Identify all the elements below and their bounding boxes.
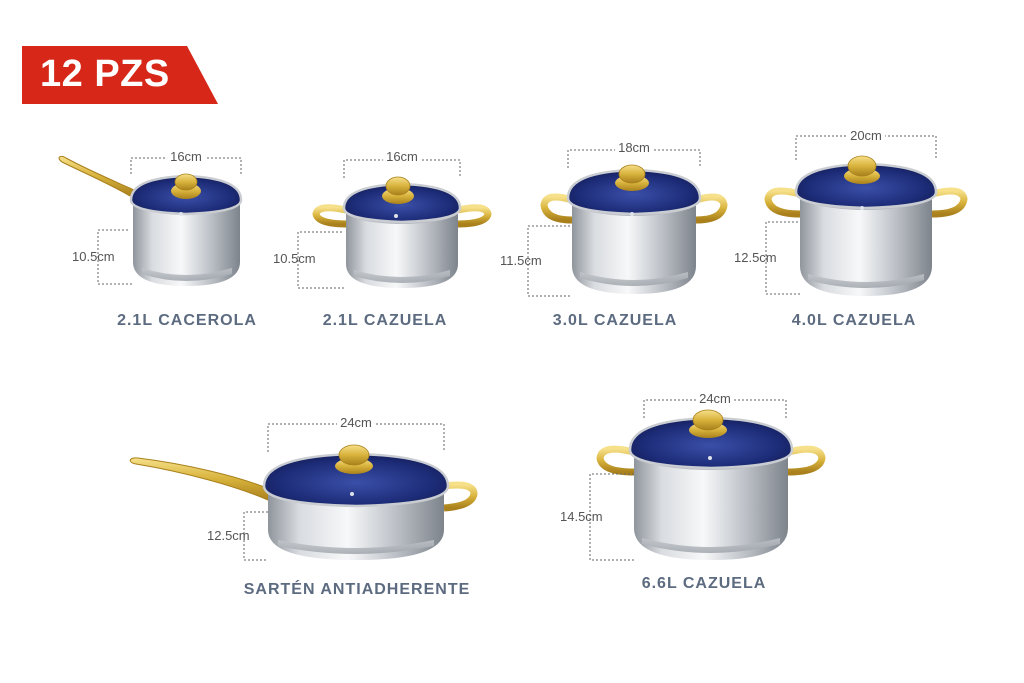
height-label-5: 12.5cm [207, 528, 250, 543]
pot-16-icon [312, 176, 492, 288]
width-label-1: 16cm [167, 150, 205, 164]
product-name-4: 4.0L CAZUELA [791, 312, 917, 329]
badge-shape [22, 46, 218, 104]
height-label-3: 11.5cm [500, 253, 542, 268]
width-label-5: 24cm [337, 416, 375, 430]
product-name-5: SARTÉN ANTIADHERENTE [243, 581, 471, 598]
height-label-1: 10.5cm [72, 249, 115, 264]
product-name-3: 3.0L CAZUELA [552, 312, 678, 329]
dimension-lines-1 [97, 157, 242, 285]
height-label-4: 12.5cm [734, 250, 777, 265]
pot-24-icon [596, 409, 826, 560]
height-label-2: 10.5cm [273, 251, 316, 266]
height-label-6: 14.5cm [560, 509, 603, 524]
product-name-6: 6.6L CAZUELA [641, 575, 767, 592]
saucepan-icon [58, 155, 243, 286]
width-label-6: 24cm [696, 392, 734, 406]
product-name-1: 2.1L CACEROLA [117, 312, 257, 329]
product-name-2: 2.1L CAZUELA [322, 312, 448, 329]
saute-pan-icon [129, 444, 478, 560]
pot-20-icon [764, 155, 968, 296]
width-label-4: 20cm [847, 129, 885, 143]
piece-count-badge: 12 PZS [40, 53, 170, 95]
width-label-2: 16cm [383, 150, 421, 164]
pot-18-icon [540, 164, 728, 294]
width-label-3: 18cm [615, 141, 653, 155]
